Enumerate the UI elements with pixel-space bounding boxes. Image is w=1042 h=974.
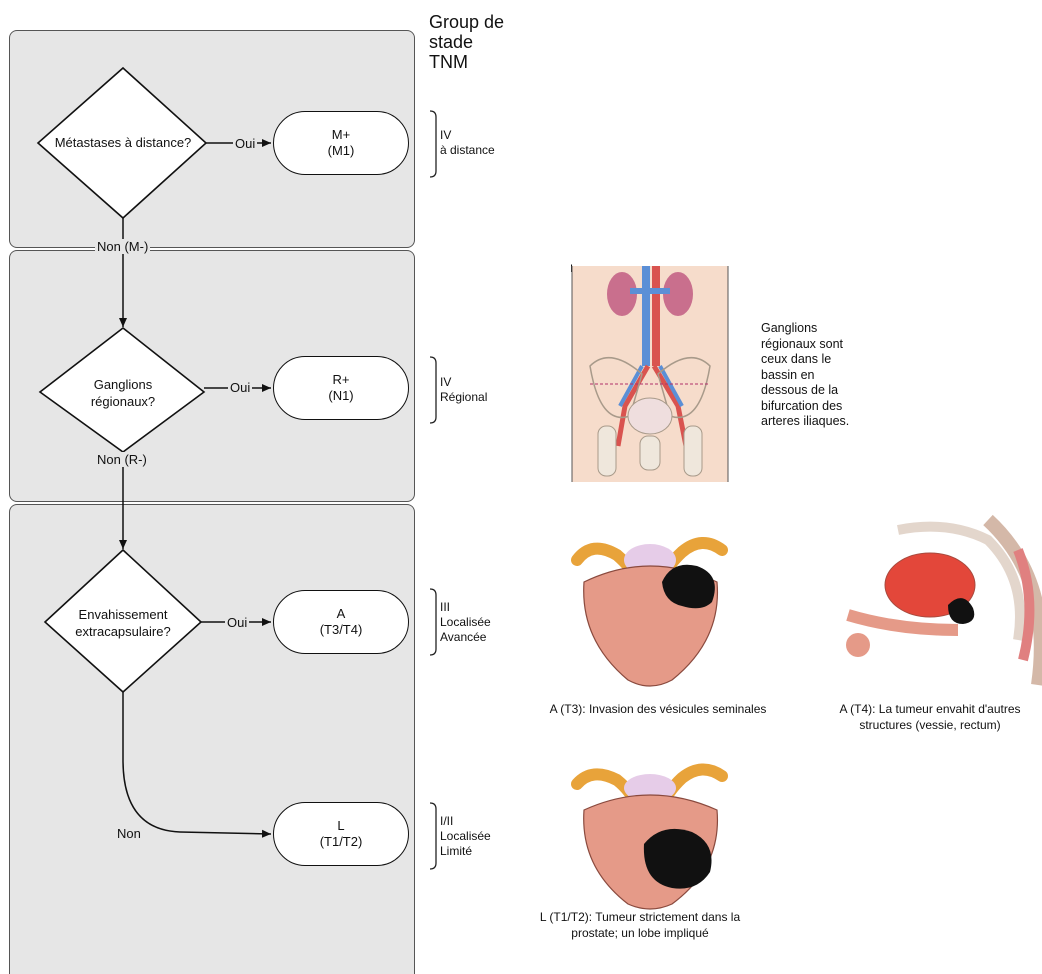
outcome-a: A (T3/T4) [273,590,409,654]
outcome-line: (M1) [328,143,355,159]
outcome-m-plus: M+ (M1) [273,111,409,175]
note-line: Ganglions [761,321,849,337]
decision-line: Envahissement [55,606,191,623]
caption-line: prostate; un lobe impliqué [505,925,775,941]
outcome-line: (T3/T4) [320,622,363,638]
outcome-line: M+ [332,127,350,143]
outcome-line: (T1/T2) [320,834,363,850]
stage-line: Localisée [440,615,491,630]
caption-line: L (T1/T2): Tumeur strictement dans la [505,909,775,925]
caption-t1t2: L (T1/T2): Tumeur strictement dans la pr… [505,909,775,941]
outcome-line: L [337,818,344,834]
outcome-line: A [337,606,346,622]
decision-ganglions-text: Ganglions régionaux? [60,376,186,410]
decision-line: régionaux? [60,393,186,410]
note-line: ceux dans le [761,352,849,368]
note-line: dessous de la [761,383,849,399]
stage-line: Limité [440,844,491,859]
stage-line: I/II [440,814,491,829]
decision-line: Métastases à distance? [55,135,192,150]
outcome-line: R+ [333,372,350,388]
decision-extracapsulaire-text: Envahissement extracapsulaire? [55,606,191,640]
outcome-line: (N1) [328,388,353,404]
yes-label: Oui [233,136,257,151]
no-label-m: Non (M-) [95,239,150,254]
pelvis-illustration [570,266,730,482]
stage-line: IV [440,128,495,143]
note-line: arteres iliaques. [761,414,849,430]
stage-line: III [440,600,491,615]
stage-line: Avancée [440,630,491,645]
stage-iv-regional: IV Régional [440,375,487,405]
stage-line: IV [440,375,487,390]
stage-line: à distance [440,143,495,158]
stage-iv-distance: IV à distance [440,128,495,158]
stage-line: Régional [440,390,487,405]
note-line: bifurcation des [761,399,849,415]
decision-metastases-text: Métastases à distance? [38,134,208,151]
no-label: Non [117,826,141,841]
no-label-r: Non (R-) [95,452,149,467]
outcome-r-plus: R+ (N1) [273,356,409,420]
outcome-l: L (T1/T2) [273,802,409,866]
note-line: régionaux sont [761,337,849,353]
stage-iii: III Localisée Avancée [440,600,491,645]
stage-line: Localisée [440,829,491,844]
decision-line: Ganglions [60,376,186,393]
yes-label: Oui [225,615,249,630]
stage-i-ii: I/II Localisée Limité [440,814,491,859]
caption-t3: A (T3): Invasion des vésicules seminales [508,701,808,717]
decision-line: extracapsulaire? [55,623,191,640]
caption-t4: A (T4): La tumeur envahit d'autres struc… [815,701,1042,733]
prostate-t4-illustration [838,520,1042,685]
prostate-t3-illustration [562,530,737,690]
yes-label: Oui [228,380,252,395]
caption-line: A (T4): La tumeur envahit d'autres [815,701,1042,717]
lymph-node-note: Ganglions régionaux sont ceux dans le ba… [761,321,849,430]
note-line: bassin en [761,368,849,384]
prostate-t1t2-illustration [562,762,737,912]
caption-line: structures (vessie, rectum) [815,717,1042,733]
